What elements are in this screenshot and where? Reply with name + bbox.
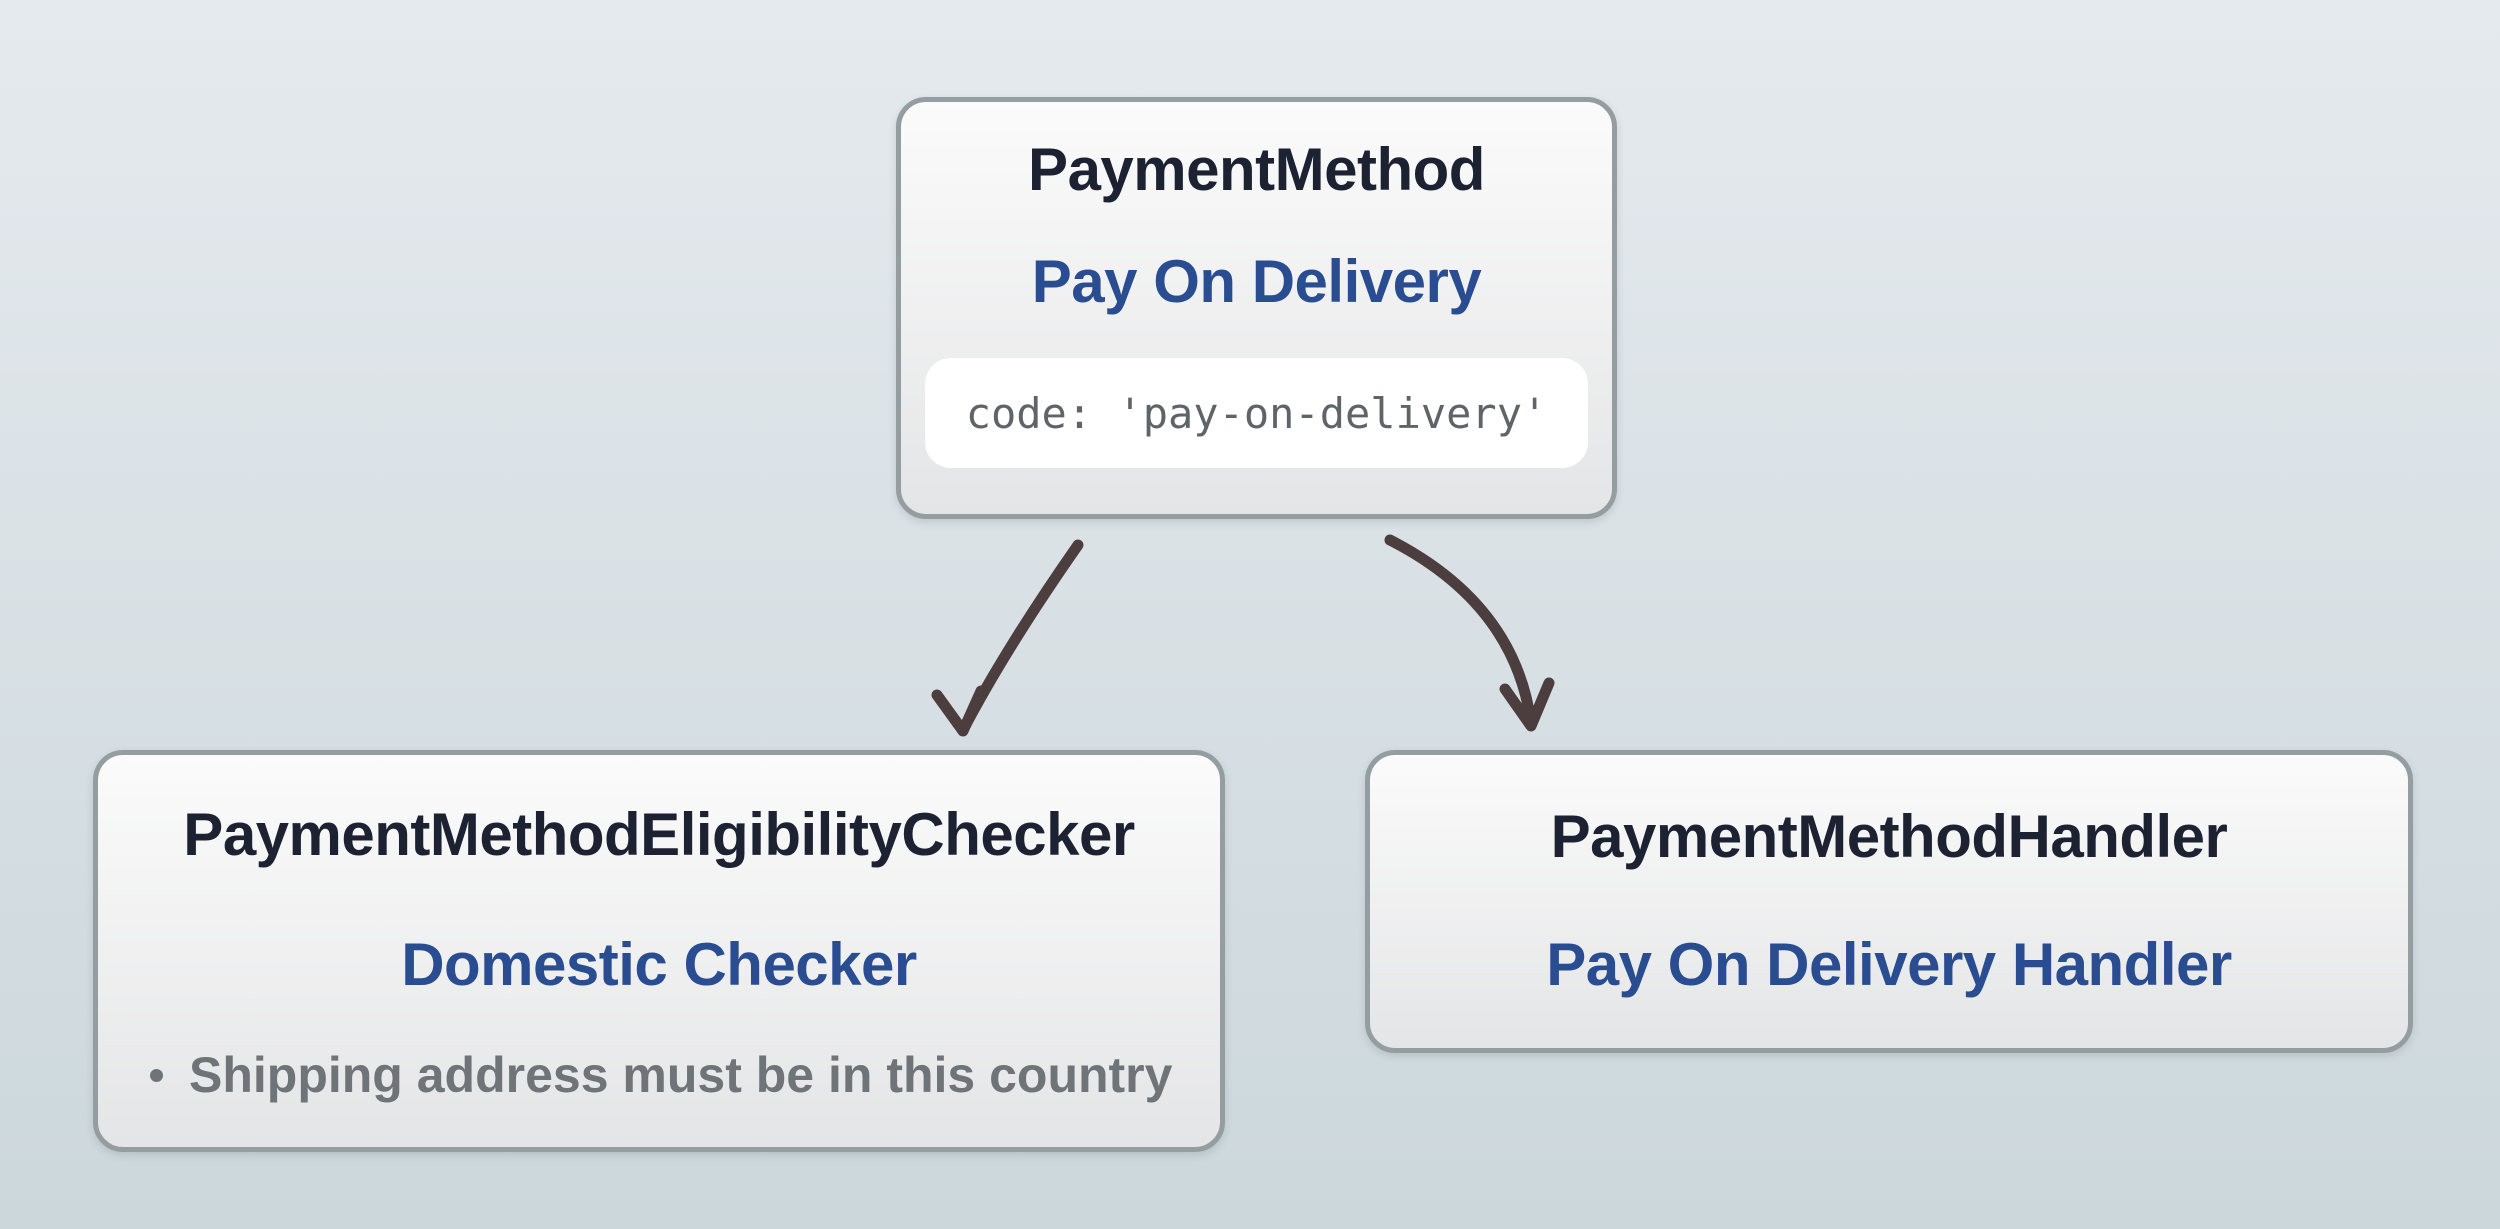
eligibility-checker-node: PaymentMethodEligibilityChecker Domestic…	[93, 750, 1225, 1152]
bullet-icon	[150, 1068, 163, 1082]
arrow-to-handler-icon	[1384, 534, 1555, 732]
handler-instance-label: Pay On Delivery Handler	[1546, 931, 2232, 998]
payment-method-instance-label: Pay On Delivery	[1031, 248, 1482, 315]
eligibility-checker-instance-label: Domestic Checker	[401, 931, 917, 998]
handler-class-name: PaymentMethodHandler	[1550, 803, 2228, 870]
eligibility-checker-class-name: PaymentMethodEligibilityChecker	[183, 801, 1135, 868]
eligibility-rule-item: Shipping address must be in this country	[98, 1050, 1220, 1100]
arrow-to-eligibility-checker-icon	[931, 539, 1084, 737]
payment-method-code-text: code: 'pay-on-delivery'	[965, 388, 1548, 438]
payment-method-node: PaymentMethod Pay On Delivery code: 'pay…	[896, 97, 1617, 519]
handler-node: PaymentMethodHandler Pay On Delivery Han…	[1365, 750, 2413, 1053]
eligibility-rule-text: Shipping address must be in this country	[189, 1047, 1173, 1103]
payment-method-code-pill: code: 'pay-on-delivery'	[925, 358, 1588, 468]
payment-method-class-name: PaymentMethod	[1028, 136, 1485, 203]
